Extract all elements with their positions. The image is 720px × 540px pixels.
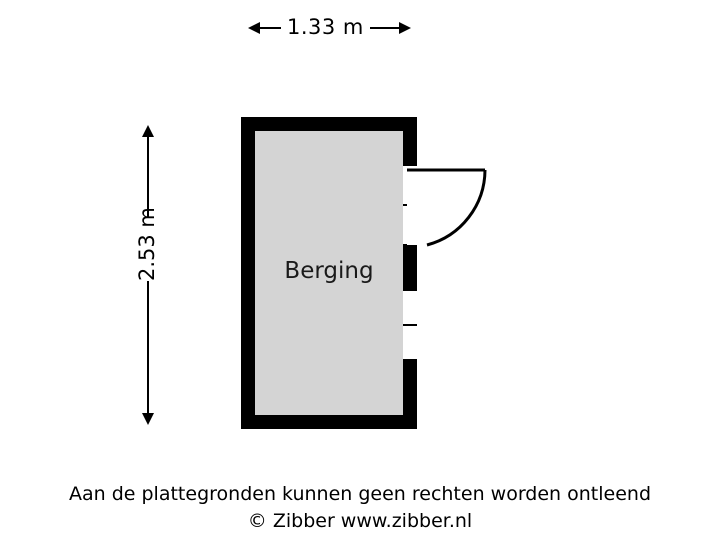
room-floor [255,131,403,415]
width-arrow-left-icon [248,22,260,34]
width-arrow-right-icon [399,22,411,34]
room-name-label: Berging [284,258,374,284]
height-arrow-down-icon [142,413,154,425]
room-walls [241,117,417,429]
window-opening-bottom [403,289,417,361]
height-dimension-label: 2.53 m [130,207,164,281]
width-dimension-label: 1.33 m [281,13,370,41]
window-pane-line [403,324,417,326]
footer-line-1: Aan de plattegronden kunnen geen rechten… [68,483,651,505]
footer-disclaimer: Aan de plattegronden kunnen geen rechten… [0,481,720,535]
door-swing-icon [407,168,487,247]
footer-line-2: © Zibber www.zibber.nl [247,510,473,532]
height-arrow-up-icon [142,125,154,137]
